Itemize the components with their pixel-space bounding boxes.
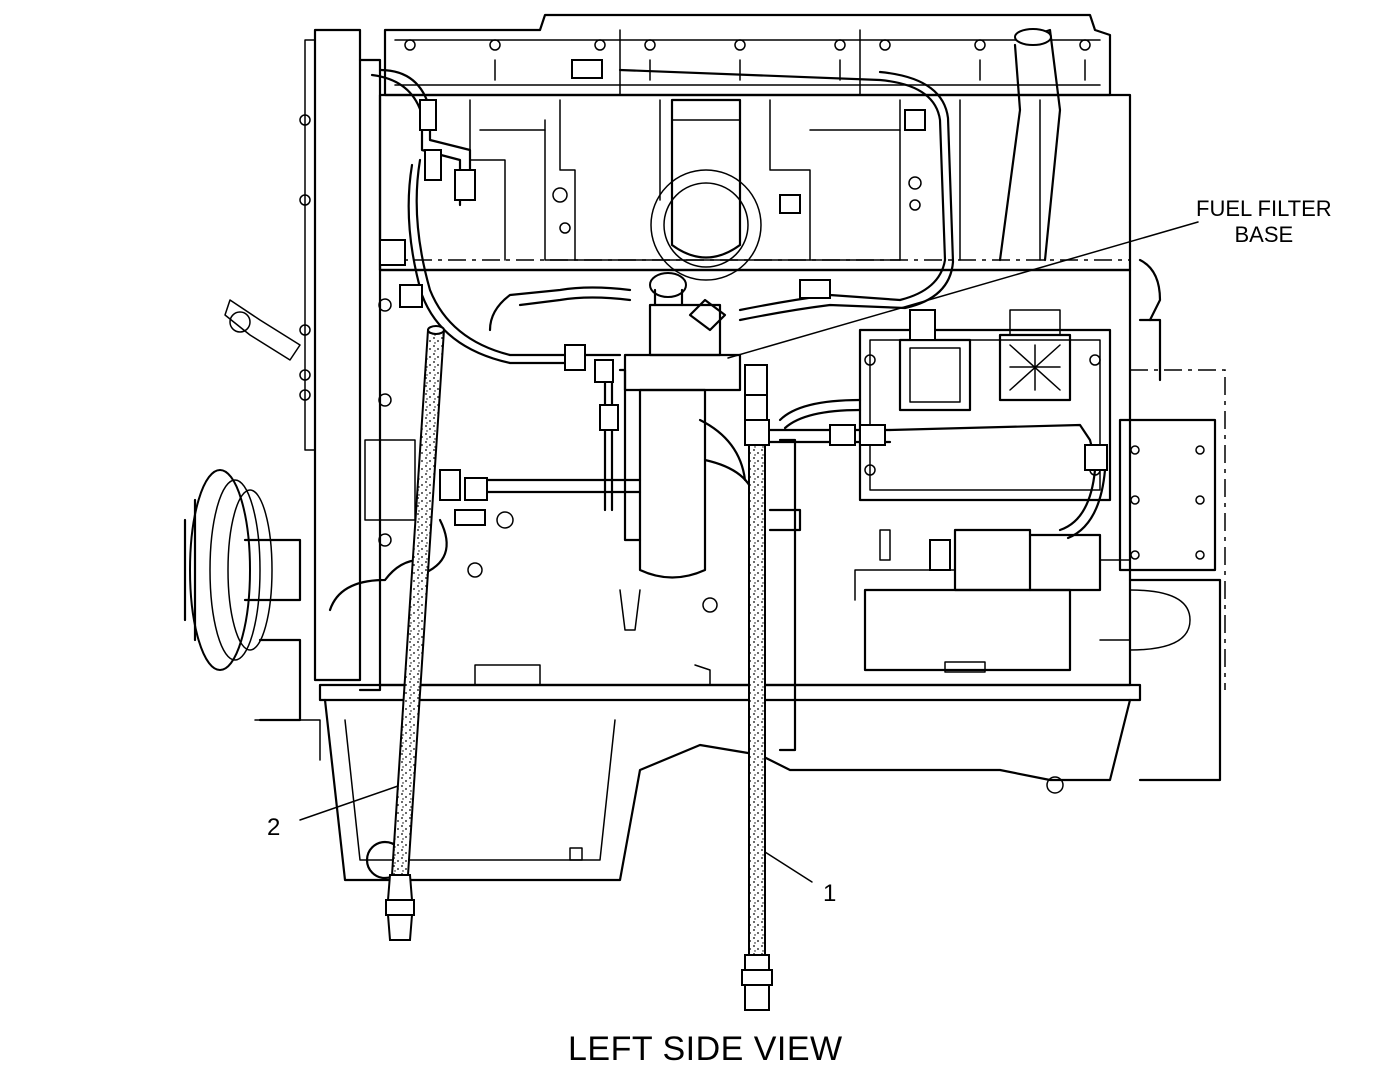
valve-cover bbox=[383, 13, 1112, 97]
hose-item-1 bbox=[741, 419, 773, 1011]
callout-item-2: 2 bbox=[267, 814, 281, 841]
callout-fuel-filter-base-line2: BASE bbox=[1234, 222, 1294, 247]
flywheel-housing bbox=[1118, 318, 1226, 782]
leader-item-1 bbox=[764, 851, 813, 883]
hose-bracket bbox=[768, 438, 802, 752]
fuel-filter-base bbox=[618, 272, 742, 542]
hose-item-2 bbox=[385, 325, 446, 941]
view-title: LEFT SIDE VIEW bbox=[568, 1030, 843, 1068]
leader-fuel-filter-base bbox=[727, 221, 1199, 359]
breather-canister bbox=[650, 98, 762, 281]
leader-lines bbox=[299, 221, 1199, 883]
fittings bbox=[379, 59, 1108, 571]
crankshaft-pulley bbox=[183, 469, 321, 761]
leader-item-2 bbox=[299, 785, 399, 821]
callout-fuel-filter-base: FUEL FILTER BASE bbox=[1196, 196, 1332, 248]
timing-cover bbox=[224, 28, 416, 692]
callout-item-1: 1 bbox=[823, 880, 837, 907]
oil-pan bbox=[318, 683, 1142, 882]
ecm-module bbox=[858, 309, 1112, 502]
fuel-filter-canister bbox=[619, 388, 707, 631]
starter-motor bbox=[854, 528, 1191, 673]
callout-fuel-filter-base-line1: FUEL FILTER bbox=[1196, 196, 1332, 221]
upper-right-tube bbox=[998, 28, 1062, 262]
